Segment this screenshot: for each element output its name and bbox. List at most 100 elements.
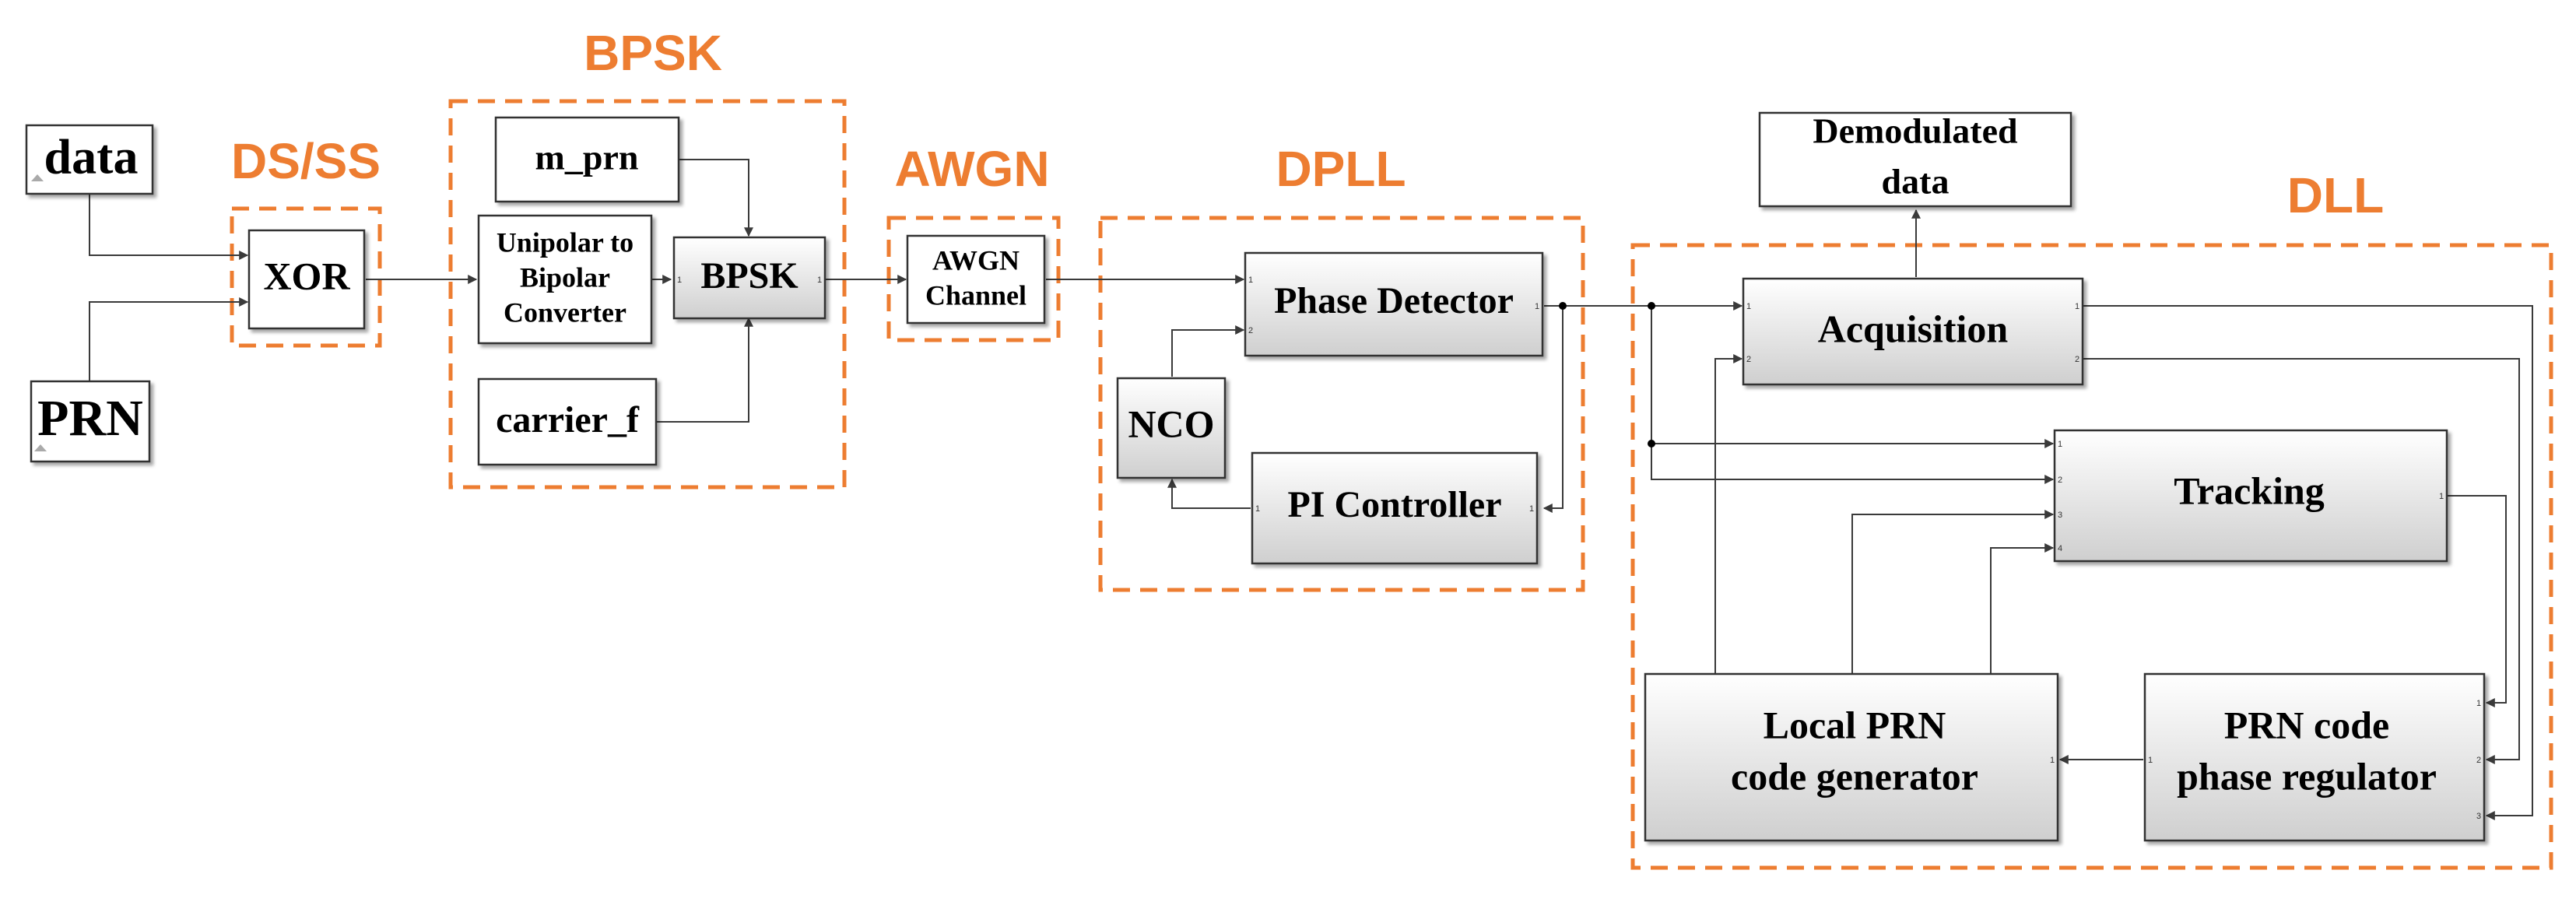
phase-detector-block[interactable]: Phase Detector 1 2 1 [1244,251,1544,357]
block-label: AWGN [932,244,1020,276]
junction-dot [1559,302,1567,310]
block-body [477,377,658,466]
block-body [1742,277,2084,386]
source-port-icon [31,174,44,181]
wire-data-to-xor [89,195,249,260]
wire-local-prn-to-tracking-3 [1851,510,2055,673]
m-prn-block[interactable]: m_prn [494,116,680,203]
block-body [1758,111,2072,208]
block-label: PI Controller [1287,484,1501,525]
port-number-label: 1 [1248,276,1253,285]
port-number-label: 2 [1248,326,1253,335]
wire-carrier-to-bpsk [657,317,753,423]
demodulated-data-block[interactable]: Demodulated data [1758,111,2072,208]
group-label-bpsk: BPSK [584,25,722,81]
wire-mprn-to-bpsk [679,159,753,237]
port-number-label: 3 [2058,511,2062,520]
carrier-f-block[interactable]: carrier_f [477,377,658,466]
wire-prn-to-xor [89,297,249,381]
wire-local-prn-to-tracking-4 [1990,543,2055,673]
port-number-label: 1 [1529,504,1534,514]
block-label: Unipolar to [497,226,633,258]
block-body [2053,429,2448,563]
group-label-dpll: DPLL [1276,141,1406,197]
awgn-channel-block[interactable]: AWGN Channel [906,234,1046,325]
block-label: XOR [263,254,350,297]
block-label: PRN [37,390,143,447]
wire-nco-to-phase-detector [1171,325,1245,377]
block-label: Phase Detector [1274,280,1514,321]
port-number-label: 2 [2476,756,2481,765]
group-label-ds-ss: DS/SS [231,133,381,189]
xor-block[interactable]: XOR [247,229,366,330]
source-port-icon [34,444,47,451]
group-label-awgn: AWGN [894,141,1049,197]
block-body [1116,377,1227,479]
block-body [25,124,154,195]
port-number-label: 1 [817,276,822,285]
port-number-label: 1 [1746,302,1751,311]
block-label: data [44,129,139,184]
block-label: phase regulator [2177,754,2437,798]
port-number-label: 1 [1255,504,1260,514]
tracking-block[interactable]: Tracking 1 2 3 4 1 [2053,429,2448,563]
prn-code-phase-regulator-block[interactable]: PRN code phase regulator 1 1 2 3 [2143,672,2486,842]
acquisition-block[interactable]: Acquisition 1 2 1 2 [1742,277,2084,386]
wire-tracking-to-regulator-1 [2447,495,2507,707]
unipolar-to-bipolar-block[interactable]: Unipolar to Bipolar Converter [477,214,653,345]
group-box-bpsk [448,99,847,490]
block-body [1251,451,1539,565]
block-body [2143,672,2486,842]
port-number-label: 2 [2075,355,2079,364]
wire-acquisition-to-regulator-3 [2083,305,2533,820]
block-label: NCO [1128,402,1214,445]
block-body [494,116,680,203]
block-label: PRN code [2224,703,2389,746]
junction-dot [1648,302,1655,310]
block-label: Bipolar [520,261,610,293]
port-number-label: 2 [1746,355,1751,364]
block-label: Tracking [2174,469,2325,512]
block-body [477,214,653,345]
block-label: Local PRN [1764,703,1946,746]
port-number-label: 1 [2058,440,2062,449]
block-label: Converter [504,297,626,328]
block-body [672,236,826,320]
port-number-label: 1 [2148,756,2153,765]
port-number-label: 1 [2050,756,2055,765]
local-prn-code-generator-block[interactable]: Local PRN code generator 1 [1644,672,2059,842]
block-body [247,229,366,330]
group-box-dpll [1098,216,1585,592]
junction-dot [1648,440,1655,447]
block-label: m_prn [535,138,639,177]
prn-source-block[interactable]: PRN [30,380,151,463]
port-number-label: 1 [2075,302,2079,311]
block-label: Acquisition [1818,307,2009,350]
wire-pd-to-pi [1542,306,1563,513]
block-label: carrier_f [496,399,640,440]
nco-block[interactable]: NCO [1116,377,1227,479]
bpsk-modulator-block[interactable]: BPSK 1 1 [672,236,826,320]
port-number-label: 2 [2058,476,2062,485]
group-box-ds-ss [230,206,382,348]
port-number-label: 1 [677,276,682,285]
block-label: Demodulated [1813,111,2018,151]
wire-local-prn-to-acquisition [1714,354,1743,673]
wire-branch-to-tracking-2 [1651,444,2055,484]
port-number-label: 1 [1535,302,1539,311]
wire-pi-to-nco [1167,478,1251,509]
block-label: BPSK [700,255,798,297]
group-label-dll: DLL [2287,167,2384,223]
block-body [906,234,1046,325]
block-label: data [1882,162,1950,202]
port-number-label: 3 [2476,812,2481,821]
wire-acquisition-to-regulator-2 [2083,358,2520,764]
port-number-label: 1 [2439,492,2444,501]
block-body [1244,251,1544,357]
data-source-block[interactable]: data [25,124,154,195]
pi-controller-block[interactable]: PI Controller 1 1 [1251,451,1539,565]
block-body [1644,672,2059,842]
block-label: Channel [925,279,1027,311]
block-label: code generator [1731,754,1978,798]
